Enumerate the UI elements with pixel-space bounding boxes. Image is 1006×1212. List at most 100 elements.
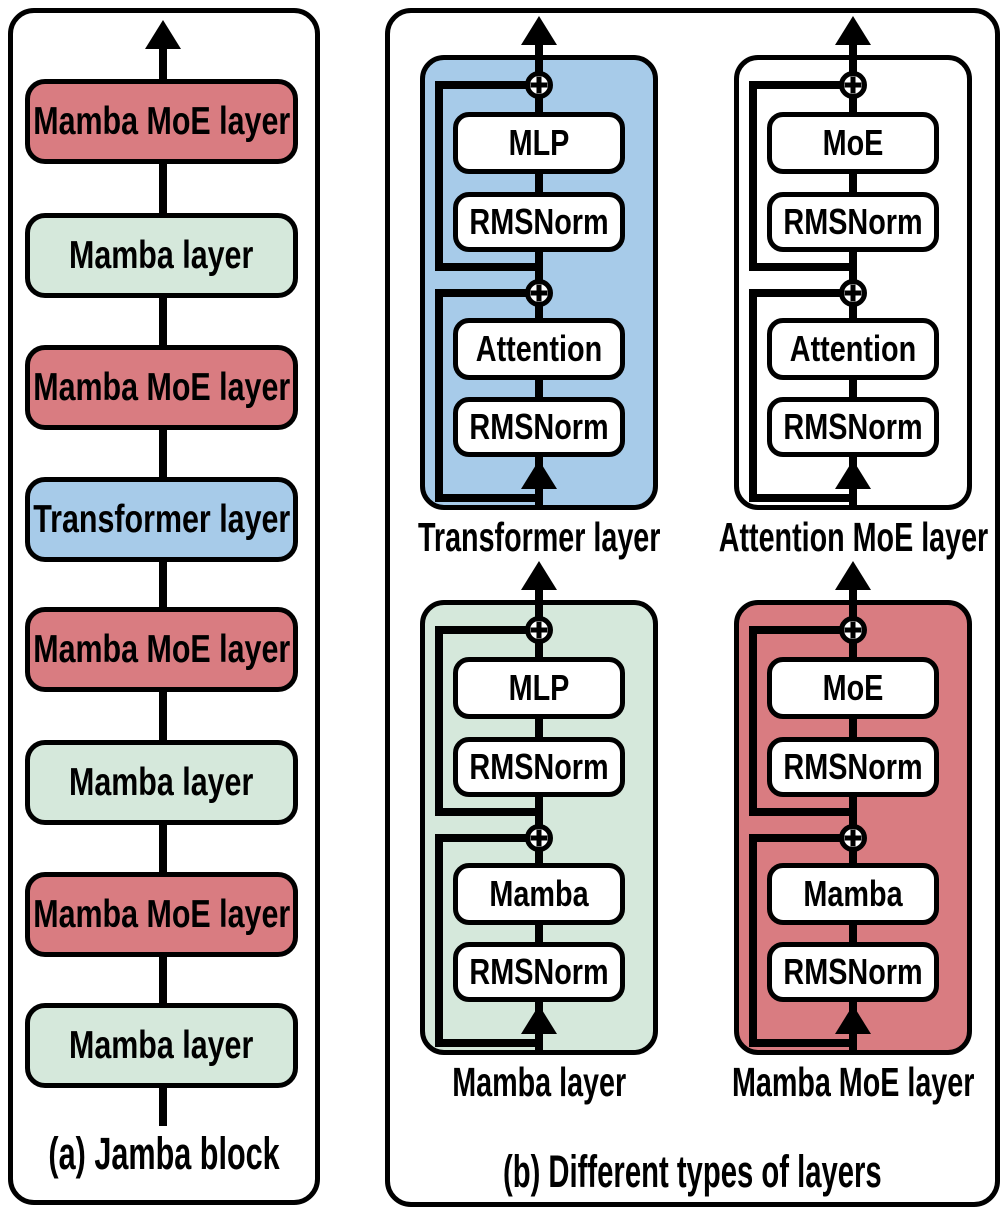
- sublayer-label: MLP: [508, 667, 570, 708]
- layer-box-mamba-moe: Mamba MoE layer: [25, 79, 298, 164]
- connector-line: [159, 821, 167, 876]
- layer-box-label: Mamba MoE layer: [33, 627, 290, 671]
- sublayer-label: RMSNorm: [469, 951, 609, 992]
- residual-skip-line: [749, 626, 857, 634]
- add-circle-icon: [525, 616, 553, 644]
- diagram-label: Mamba MoE layer: [688, 1058, 1006, 1105]
- sublayer-box: RMSNorm: [767, 192, 939, 252]
- layer-box-label: Mamba MoE layer: [33, 892, 290, 936]
- add-circle-icon: [839, 71, 867, 99]
- layer-box-label: Mamba layer: [69, 1023, 254, 1067]
- attention-moe-layer-diagram: MoE RMSNorm Attention RMSNorm Attention …: [718, 10, 988, 565]
- flow-line: [159, 46, 167, 82]
- diagram-label: Attention MoE layer: [688, 513, 1006, 560]
- diagram-label-text: Mamba MoE layer: [731, 1058, 975, 1105]
- residual-skip-line: [435, 834, 443, 1047]
- input-arrow-icon: [521, 460, 557, 489]
- add-circle-icon: [525, 824, 553, 852]
- sublayer-box: RMSNorm: [767, 942, 939, 1002]
- input-arrow-icon: [835, 1005, 871, 1034]
- residual-skip-line: [749, 626, 757, 816]
- flow-line: [849, 586, 857, 602]
- flow-line: [849, 41, 857, 57]
- panel-a-caption: (a) Jamba block: [8, 1126, 320, 1182]
- sublayer-label: MoE: [822, 667, 884, 708]
- residual-skip-line: [749, 834, 857, 842]
- sublayer-label: Mamba: [803, 873, 903, 914]
- sublayer-box: MLP: [453, 657, 625, 719]
- diagram-label: Transformer layer: [374, 513, 704, 560]
- layer-box-mamba: Mamba layer: [25, 213, 298, 298]
- sublayer-box: Attention: [767, 318, 939, 380]
- layer-box-mamba: Mamba layer: [25, 740, 298, 825]
- mamba-layer-diagram: MLP RMSNorm Mamba RMSNorm Mamba layer: [404, 555, 674, 1110]
- residual-skip-line: [435, 1039, 543, 1047]
- residual-skip-line: [435, 263, 543, 271]
- layer-box-mamba-moe: Mamba MoE layer: [25, 345, 298, 430]
- residual-skip-line: [435, 81, 443, 271]
- layer-box-transformer: Transformer layer: [25, 477, 298, 562]
- sublayer-label: Attention: [475, 328, 603, 369]
- connector-line: [159, 160, 167, 217]
- residual-skip-line: [749, 289, 857, 297]
- output-arrow-icon: [145, 20, 181, 49]
- flow-line: [535, 586, 543, 602]
- diagram-label-text: Transformer layer: [417, 513, 661, 560]
- layer-box-label: Transformer layer: [32, 497, 291, 541]
- connector-line: [159, 688, 167, 744]
- layer-box-label: Mamba layer: [69, 233, 254, 277]
- sublayer-box: MLP: [453, 112, 625, 174]
- residual-skip-line: [435, 834, 543, 842]
- sublayer-box: RMSNorm: [453, 942, 625, 1002]
- residual-skip-line: [749, 263, 857, 271]
- residual-skip-line: [749, 834, 757, 1047]
- diagram-label-text: Mamba layer: [452, 1058, 626, 1105]
- sublayer-box: Attention: [453, 318, 625, 380]
- panel-a-caption-text: (a) Jamba block: [48, 1128, 280, 1179]
- sublayer-box: RMSNorm: [767, 397, 939, 457]
- residual-skip-line: [749, 1039, 857, 1047]
- connector-line: [159, 558, 167, 611]
- residual-skip-line: [749, 289, 757, 502]
- residual-skip-line: [749, 494, 857, 502]
- sublayer-box: Mamba: [453, 863, 625, 925]
- sublayer-box: RMSNorm: [453, 397, 625, 457]
- output-arrow-icon: [835, 561, 871, 590]
- add-circle-icon: [525, 71, 553, 99]
- residual-skip-line: [435, 626, 543, 634]
- output-arrow-icon: [835, 16, 871, 45]
- input-arrow-icon: [835, 460, 871, 489]
- connector-line: [159, 426, 167, 481]
- sublayer-box: MoE: [767, 657, 939, 719]
- transformer-layer-diagram: MLP RMSNorm Attention RMSNorm Transforme…: [404, 10, 674, 565]
- add-circle-icon: [839, 824, 867, 852]
- mamba-moe-layer-diagram: MoE RMSNorm Mamba RMSNorm Mamba MoE laye…: [718, 555, 988, 1110]
- residual-skip-line: [435, 494, 543, 502]
- residual-skip-line: [435, 808, 543, 816]
- connector-line: [159, 953, 167, 1007]
- output-arrow-icon: [521, 561, 557, 590]
- sublayer-box: RMSNorm: [453, 192, 625, 252]
- layer-box-label: Mamba MoE layer: [33, 99, 290, 143]
- layer-box-mamba-moe: Mamba MoE layer: [25, 607, 298, 692]
- sublayer-label: MLP: [508, 122, 570, 163]
- output-arrow-icon: [521, 16, 557, 45]
- input-arrow-icon: [521, 1005, 557, 1034]
- flow-line: [535, 41, 543, 57]
- sublayer-box: RMSNorm: [453, 737, 625, 797]
- panel-b-layer-types: MLP RMSNorm Attention RMSNorm Transforme…: [385, 8, 1000, 1207]
- diagram-label-text: Attention MoE layer: [718, 513, 988, 560]
- residual-skip-line: [435, 81, 543, 89]
- sublayer-label: RMSNorm: [783, 201, 923, 242]
- sublayer-label: RMSNorm: [469, 406, 609, 447]
- diagram-label: Mamba layer: [374, 1058, 704, 1105]
- panel-b-caption: (b) Different types of layers: [385, 1144, 1000, 1200]
- layer-box-mamba: Mamba layer: [25, 1003, 298, 1088]
- sublayer-label: RMSNorm: [783, 746, 923, 787]
- sublayer-label: MoE: [822, 122, 884, 163]
- residual-skip-line: [749, 808, 857, 816]
- panel-b-caption-text: (b) Different types of layers: [503, 1146, 882, 1197]
- sublayer-label: Attention: [789, 328, 917, 369]
- input-line: [159, 1084, 167, 1126]
